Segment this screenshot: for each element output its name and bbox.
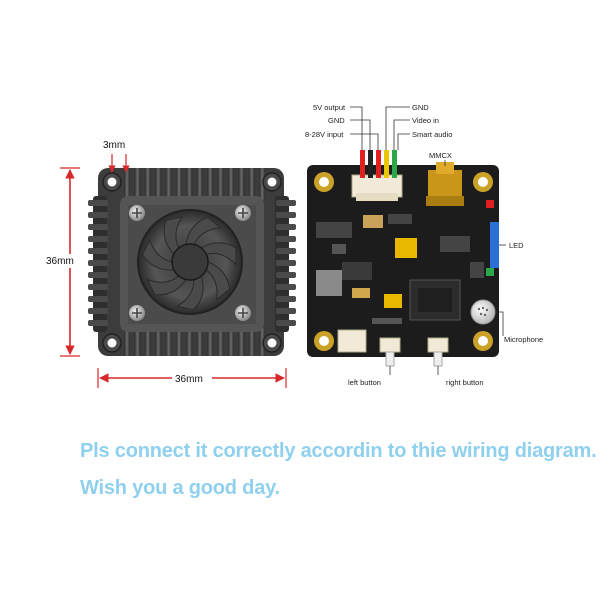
- heatsink-fin: [228, 168, 234, 200]
- heatsink-fin: [248, 168, 255, 200]
- wires: [360, 150, 397, 178]
- heatsink-side-fin: [88, 200, 108, 206]
- heatsink-side-fin: [276, 308, 296, 314]
- heatsink-side-fin: [88, 320, 108, 326]
- label-input: 8-28V input: [305, 130, 344, 139]
- heatsink-side-fin: [276, 248, 296, 254]
- heatsink-fin: [155, 328, 162, 356]
- label-gnd-right: GND: [412, 103, 429, 112]
- heatsink-fin: [248, 328, 255, 356]
- caption-line-1: Pls connect it correctly accordin to thi…: [80, 440, 597, 462]
- heatsink-fin: [217, 168, 224, 200]
- label-gnd-left: GND: [328, 116, 345, 125]
- heatsink-fin: [134, 168, 141, 200]
- heatsink: [88, 168, 296, 356]
- callout-lines: [350, 106, 506, 375]
- heatsink-side-fin: [88, 284, 108, 290]
- heatsink-fin: [228, 328, 234, 356]
- heatsink-fin: [124, 168, 130, 200]
- heatsink-fin: [238, 328, 245, 356]
- power-connector: [351, 174, 403, 201]
- label-microphone: Microphone: [504, 335, 543, 344]
- heatsink-side-fin: [88, 260, 108, 266]
- heatsink-side-fin: [88, 224, 108, 230]
- heatsink-fin: [155, 168, 162, 200]
- heatsink-fin: [196, 168, 203, 200]
- heatsink-side-fin: [276, 284, 296, 290]
- heatsink-fin: [207, 328, 214, 356]
- heatsink-fin: [196, 328, 203, 356]
- heatsink-fin: [165, 168, 172, 200]
- heatsink-fin: [134, 328, 141, 356]
- mmcx-connector: [426, 162, 464, 206]
- heatsink-fin: [259, 328, 266, 356]
- heatsink-side-fin: [276, 200, 296, 206]
- heatsink-side-fin: [88, 236, 108, 242]
- heatsink-side-fin: [276, 236, 296, 242]
- fan-blade: [205, 261, 231, 301]
- dim-top-label: 3mm: [103, 140, 125, 151]
- label-5v-output: 5V output: [313, 103, 346, 112]
- heatsink-fin: [124, 328, 130, 356]
- heatsink-fin: [259, 168, 266, 200]
- heatsink-fin: [217, 328, 224, 356]
- label-video-in: Video in: [412, 116, 439, 125]
- microphone-part: [470, 299, 496, 325]
- label-smart-audio: Smart audio: [412, 130, 452, 139]
- heatsink-fin: [186, 168, 193, 200]
- heatsink-side-fin: [276, 212, 296, 218]
- fan-blades: [141, 215, 237, 311]
- dimension-markers: 3mm 36mm 36mm: [44, 140, 287, 388]
- fan-blade: [141, 238, 175, 271]
- dim-height-label: 36mm: [46, 256, 74, 267]
- heatsink-side-fin: [276, 320, 296, 326]
- heatsink-side-fin: [88, 272, 108, 278]
- heatsink-fin: [207, 168, 214, 200]
- label-left-button: left button: [348, 378, 381, 387]
- label-led: LED: [509, 241, 524, 250]
- left-button-part: [379, 337, 401, 367]
- label-right-button: right button: [446, 378, 484, 387]
- heatsink-fin: [144, 168, 151, 200]
- heatsink-fin: [176, 168, 182, 200]
- fan-blade: [200, 242, 237, 266]
- dim-width-label: 36mm: [175, 374, 203, 385]
- heatsink-side-fin: [88, 212, 108, 218]
- heatsink-side-fin: [276, 272, 296, 278]
- heatsink-fin: [176, 328, 182, 356]
- fan-blade: [163, 215, 184, 255]
- heatsink-side-fin: [88, 248, 108, 254]
- right-button-part: [427, 337, 449, 367]
- fan-blade: [146, 275, 187, 296]
- heatsink-fins: [124, 168, 266, 356]
- heatsink-fin: [144, 328, 151, 356]
- heatsink-fin: [238, 168, 245, 200]
- heatsink-side-fin: [276, 296, 296, 302]
- heatsink-side-fin: [88, 296, 108, 302]
- heatsink-side-fin: [276, 260, 296, 266]
- heatsink-fin: [186, 328, 193, 356]
- led-strip: [490, 222, 499, 268]
- fan-blade: [185, 216, 222, 245]
- heatsink-side-fin: [88, 308, 108, 314]
- fan-screws: [129, 205, 251, 321]
- fan-blade: [176, 275, 204, 311]
- heatsink-fin: [165, 328, 172, 356]
- pcb-board: [307, 150, 499, 367]
- caption-line-2: Wish you a good day.: [80, 477, 280, 499]
- heatsink-side-fin: [276, 224, 296, 230]
- label-mmcx: MMCX: [429, 151, 452, 160]
